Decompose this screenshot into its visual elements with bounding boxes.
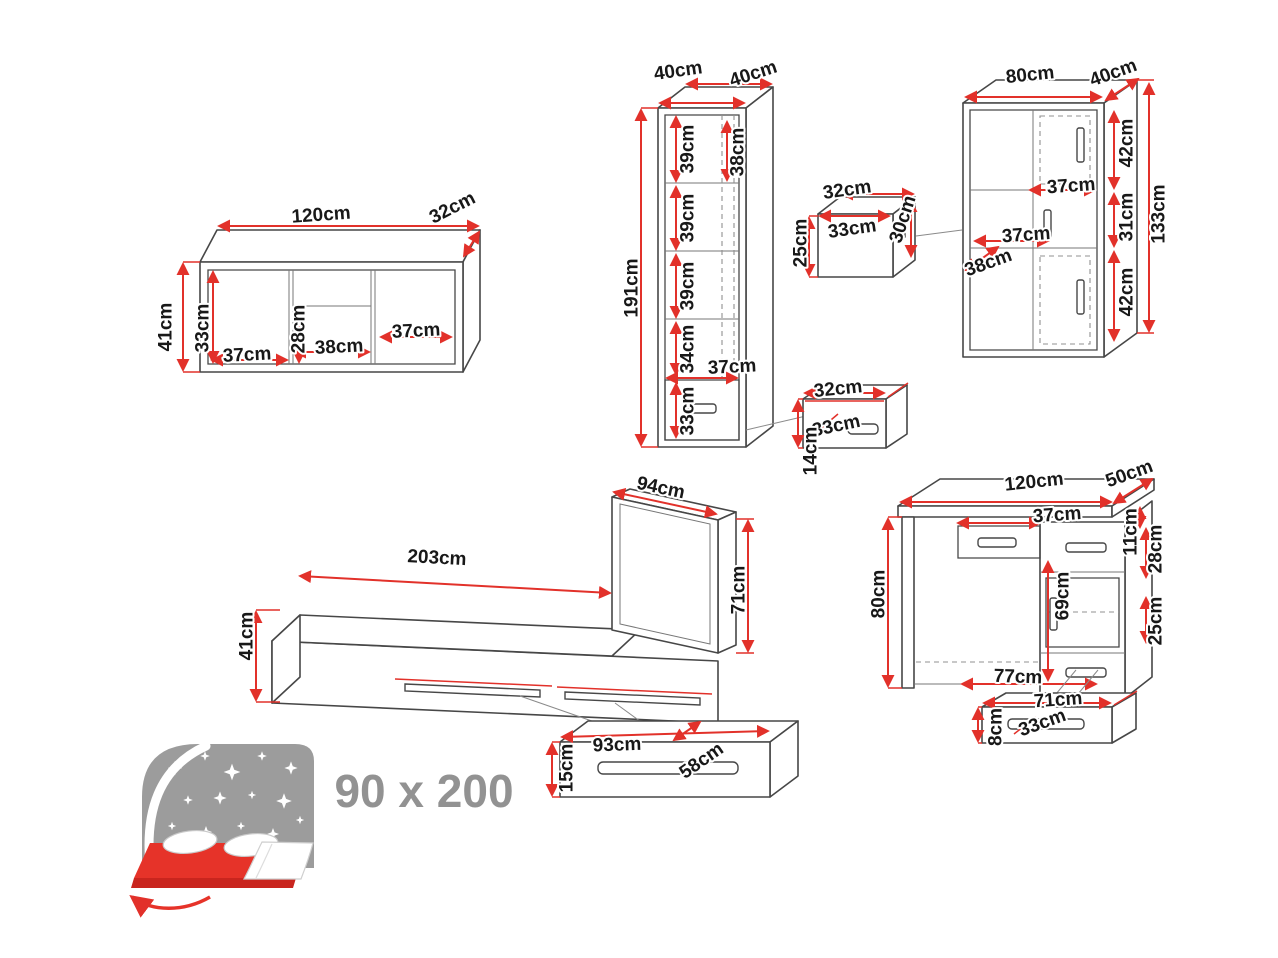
dimension-label: 38cm bbox=[314, 335, 364, 359]
dimension-label: 203cm bbox=[407, 546, 467, 570]
desk-hidden-lines bbox=[916, 611, 1119, 663]
dimension-label: 37cm bbox=[1032, 503, 1082, 527]
dimension-label: 38cm bbox=[728, 128, 749, 177]
dim-extension-ticks bbox=[888, 516, 902, 689]
pillow bbox=[162, 829, 218, 855]
pull-out-arrow bbox=[129, 894, 211, 918]
drawer-handle bbox=[847, 423, 879, 435]
dim-extension-ticks bbox=[798, 398, 803, 449]
wall-shelf: 120cm 32cm 41cm 33cm 37cm 28cm 38cm 37cm bbox=[154, 186, 481, 373]
dim-line-shelf-depth bbox=[964, 245, 1000, 272]
dimension-label: 31cm bbox=[1117, 193, 1138, 242]
dimension-label: 37cm bbox=[222, 343, 272, 367]
dimension-label: 69cm bbox=[1053, 572, 1074, 621]
desk-left-panel bbox=[901, 516, 915, 689]
dimension-label: 14cm bbox=[801, 427, 822, 476]
dim-extension-ticks bbox=[183, 261, 200, 373]
dim-extension-ticks bbox=[1137, 79, 1154, 334]
dimension-label: 25cm bbox=[791, 219, 812, 268]
connector-line bbox=[915, 229, 963, 237]
dim-extension-ticks bbox=[256, 609, 280, 703]
dimension-label: 28cm bbox=[1146, 525, 1167, 574]
bed-left-end-face bbox=[271, 614, 301, 704]
blanket bbox=[242, 841, 314, 880]
blanket-fold-line bbox=[255, 843, 273, 879]
tall-cabinet-door-hidden-lines bbox=[721, 115, 735, 378]
dimension-label: 37cm bbox=[1001, 223, 1051, 247]
dim-line-headboard-width bbox=[612, 487, 718, 519]
drawer-handle bbox=[1065, 542, 1107, 553]
wall-drawer: 32cm 33cm 14cm bbox=[791, 374, 909, 477]
dimension-label: 93cm bbox=[592, 734, 641, 757]
bed-size-pictogram: 90 x 200 bbox=[129, 741, 514, 918]
dimension-label: 39cm bbox=[678, 194, 699, 243]
dimension-label: 41cm bbox=[156, 303, 177, 352]
dimension-label: 77cm bbox=[993, 666, 1042, 689]
dimension-label: 37cm bbox=[707, 355, 757, 379]
dimension-label: 42cm bbox=[1117, 119, 1138, 168]
dimension-label: 191cm bbox=[622, 258, 643, 317]
dimension-label: 42cm bbox=[1117, 268, 1138, 317]
small-wall-cabinet: 32cm 33cm 25cm 30cm bbox=[789, 174, 963, 278]
dimension-label: 133cm bbox=[1149, 184, 1170, 243]
dimension-label: 39cm bbox=[678, 262, 699, 311]
desk: 120cm 50cm 80cm 37cm 11cm 28cm 69cm 25cm… bbox=[867, 454, 1169, 699]
tall-cabinet-shelves bbox=[665, 182, 739, 379]
dimension-label: 32cm bbox=[426, 188, 479, 229]
drawer-handle bbox=[687, 403, 717, 414]
dimension-label: 11cm bbox=[1121, 508, 1142, 556]
dimension-label: 15cm bbox=[557, 744, 578, 793]
dimension-label: 37cm bbox=[1046, 174, 1096, 198]
dimension-label: 120cm bbox=[291, 203, 351, 228]
dim-extension-ticks bbox=[978, 706, 982, 744]
dim-line-length bbox=[298, 570, 612, 599]
dimension-label: 33cm bbox=[678, 387, 699, 436]
dimension-label: 39cm bbox=[678, 125, 699, 174]
drawer-handle bbox=[1065, 667, 1107, 678]
headboard-panel bbox=[611, 496, 719, 654]
dimension-label: 37cm bbox=[391, 319, 441, 343]
drawer-handle bbox=[977, 537, 1017, 548]
door-handle bbox=[1076, 279, 1085, 315]
dim-extension-ticks bbox=[641, 107, 658, 448]
dimension-label: 71cm bbox=[729, 566, 750, 615]
dim-extension-ticks bbox=[809, 215, 818, 278]
mattress-front-edge bbox=[131, 878, 296, 888]
dim-line-depth bbox=[672, 720, 702, 742]
drawer-handle bbox=[597, 761, 739, 775]
dimension-label: 8cm bbox=[986, 708, 1007, 746]
dimension-label: 33cm bbox=[193, 304, 214, 353]
dim-line-depth bbox=[1104, 77, 1140, 102]
bed-drawer-slot-right bbox=[564, 691, 701, 706]
door-handle bbox=[1076, 127, 1085, 163]
bookcase: 80cm 40cm 42cm 37cm 31cm 37cm 38cm 42cm … bbox=[960, 53, 1172, 358]
dim-extension-ticks bbox=[552, 741, 560, 798]
edge-overlay-depth bbox=[811, 382, 909, 437]
bed-drawer-slot-left bbox=[404, 683, 541, 698]
drawer-handle bbox=[1007, 718, 1085, 730]
tall-cabinet: 40cm 40cm 38cm 39cm 39cm 39cm 34cm 33cm … bbox=[620, 55, 807, 448]
drawer-front-red-edges bbox=[394, 678, 713, 695]
wall-shelf-front-face bbox=[199, 261, 464, 373]
dim-line-depth bbox=[462, 230, 481, 258]
dimension-label: 41cm bbox=[237, 612, 258, 661]
bed-size-label: 90 x 200 bbox=[334, 765, 513, 817]
bed-base-front-face bbox=[271, 640, 719, 724]
tall-cabinet-side-face bbox=[745, 86, 774, 448]
dim-line-depth bbox=[1112, 477, 1154, 505]
dim-line-width bbox=[560, 724, 770, 744]
dimension-label: 40cm bbox=[653, 57, 704, 85]
dimension-label: 34cm bbox=[678, 325, 699, 374]
bed: 203cm 94cm 41cm 71cm bbox=[235, 471, 755, 729]
desk-drawer: 71cm 33cm 8cm bbox=[971, 669, 1138, 748]
dimension-label: 25cm bbox=[1146, 597, 1167, 646]
wall-shelf-top-face bbox=[199, 229, 481, 263]
dim-extension-ticks bbox=[736, 518, 754, 654]
dimension-label: 80cm bbox=[869, 570, 890, 619]
dimension-label: 28cm bbox=[289, 305, 310, 354]
edge-overlay-depth bbox=[1013, 690, 1138, 735]
bed-drawer: 93cm 58cm 15cm bbox=[545, 720, 799, 798]
